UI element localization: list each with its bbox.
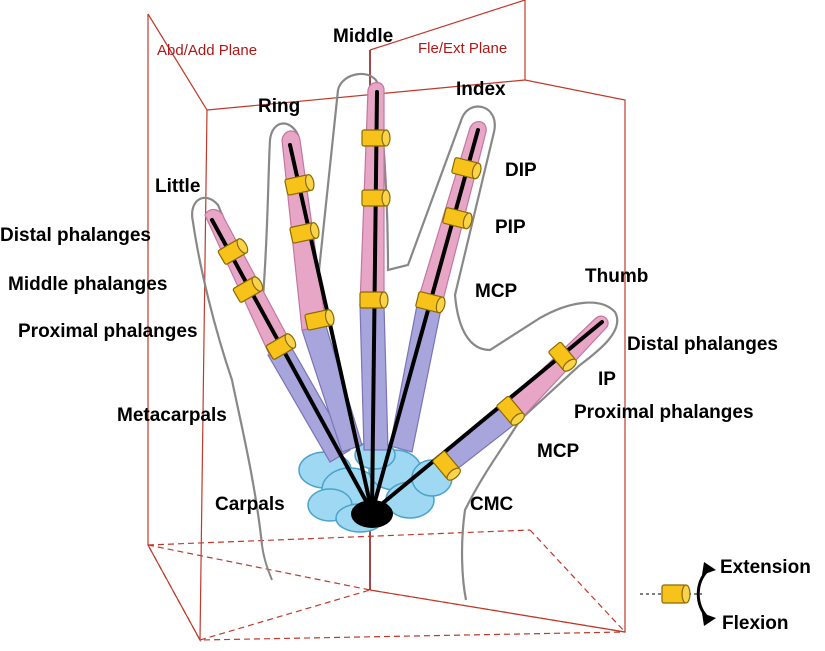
- legend-flexion: Flexion: [722, 613, 789, 634]
- label-thumb-distal-phalanges: Distal phalanges: [627, 334, 778, 355]
- joint-ring-mcp: [304, 309, 335, 331]
- label-proximal-phalanges: Proximal phalanges: [18, 321, 198, 342]
- label-mcp-finger: MCP: [475, 281, 518, 302]
- wrist-line: [261, 544, 273, 581]
- finger-label-thumb: Thumb: [585, 266, 648, 287]
- wrist-center: [351, 500, 393, 528]
- plane-label-abd-add: Abd/Add Plane: [157, 42, 257, 59]
- joint-little-pip: [232, 276, 264, 303]
- label-dip: DIP: [505, 160, 537, 181]
- rotation-arrow-icon: [696, 568, 710, 620]
- label-carpals: Carpals: [215, 494, 285, 515]
- legend-joint-cylinder: [661, 584, 691, 604]
- joint-cylinders: [217, 129, 577, 481]
- label-thumb-proximal-phalanges: Proximal phalanges: [574, 402, 754, 423]
- label-pip: PIP: [495, 217, 526, 238]
- label-middle-phalanges: Middle phalanges: [8, 274, 167, 295]
- finger-label-index: Index: [456, 79, 506, 100]
- joint-ring-dip: [284, 174, 315, 196]
- finger-label-ring: Ring: [258, 96, 300, 117]
- joint-middle-pip: [361, 189, 391, 207]
- floor-plane: [147, 544, 626, 641]
- label-mcp-thumb: MCP: [537, 441, 580, 462]
- hand-outline: [191, 72, 619, 601]
- label-distal-phalanges: Distal phalanges: [0, 225, 151, 246]
- legend: Extension Flexion: [640, 557, 811, 634]
- joint-index-mcp: [415, 291, 446, 314]
- joint-middle-mcp: [359, 291, 389, 309]
- joint-thumb-ip: [548, 341, 577, 372]
- plane-label-fle-ext: Fle/Ext Plane: [418, 40, 507, 57]
- joint-little-dip: [217, 238, 249, 265]
- joint-little-mcp: [265, 333, 297, 360]
- finger-label-middle: Middle: [333, 26, 393, 47]
- label-metacarpals: Metacarpals: [117, 405, 227, 426]
- skeleton-lines: [210, 90, 604, 514]
- legend-extension: Extension: [720, 557, 811, 578]
- joint-ring-pip: [289, 222, 320, 244]
- plane-frames: [147, 0, 626, 643]
- joint-thumb-mcp: [496, 395, 525, 426]
- label-cmc: CMC: [470, 494, 514, 515]
- finger-label-little: Little: [155, 176, 200, 197]
- joint-index-pip: [442, 207, 473, 230]
- joint-middle-dip: [361, 129, 391, 147]
- label-ip: IP: [598, 369, 616, 390]
- joint-index-dip: [451, 157, 482, 180]
- joint-thumb-cmc: [432, 450, 461, 481]
